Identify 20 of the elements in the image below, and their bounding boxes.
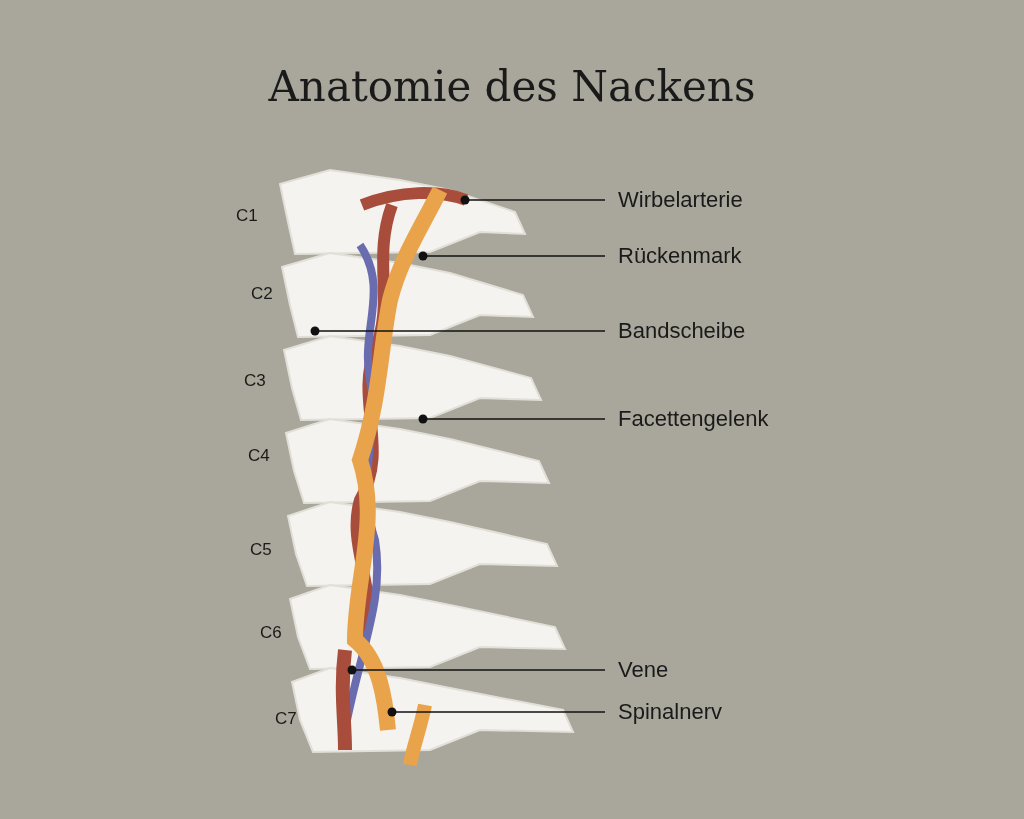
leader-line (387, 707, 606, 717)
leader-line (460, 195, 606, 205)
leader-line (310, 326, 606, 336)
vertebra-label: C2 (251, 284, 273, 304)
title: Anatomie des Nackens (267, 62, 757, 111)
vertebra-label: C3 (244, 371, 266, 391)
anatomy-label: Facettengelenk (618, 406, 769, 432)
anatomy-label: Rückenmark (618, 243, 742, 269)
leader-line (347, 665, 606, 675)
leader-line (418, 414, 606, 424)
vertebra-label: C5 (250, 540, 272, 560)
vertebra-label: C4 (248, 446, 270, 466)
anatomy-label: Bandscheibe (618, 318, 746, 344)
vertebra-label: C1 (236, 206, 258, 226)
vertebra-label: C7 (275, 709, 297, 729)
anatomy-label: Spinalnerv (618, 699, 722, 725)
anatomy-label: Wirbelarterie (618, 187, 743, 213)
anatomy-label: Vene (618, 657, 669, 683)
leader-line (418, 251, 606, 261)
vertebra-label: C6 (260, 623, 282, 643)
